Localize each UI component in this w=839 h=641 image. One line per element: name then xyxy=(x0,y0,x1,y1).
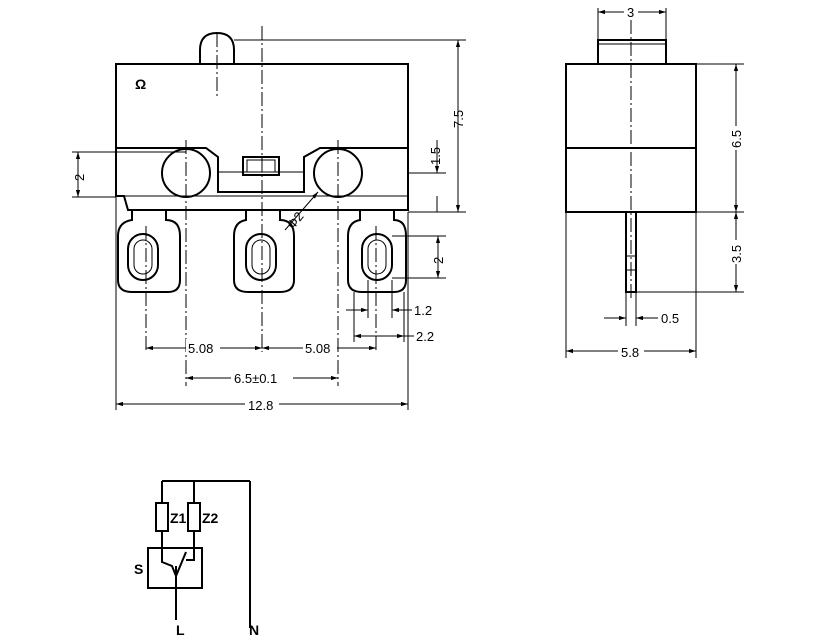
dim-side-body-width: 5.8 xyxy=(621,345,639,360)
dim-step-height: 1.5 xyxy=(428,147,443,165)
dim-hole-spacing: 6.5±0.1 xyxy=(234,371,277,386)
dim-slot-width: 1.2 xyxy=(414,303,432,318)
side-view: 3 6.5 3.5 0.5 5.8 xyxy=(565,3,745,360)
terminal-right xyxy=(347,210,407,293)
resistor-z1 xyxy=(155,502,169,532)
label-switch: S xyxy=(134,561,143,577)
label-z1: Z1 xyxy=(170,510,187,526)
switch-body xyxy=(115,63,409,193)
dim-body-height: 7.5 xyxy=(451,110,466,128)
dim-hole-height: 2 xyxy=(72,174,87,181)
terminal-left xyxy=(117,210,181,293)
circuit-schematic: Z1 Z2 S L N xyxy=(134,480,259,638)
dim-pitch-left: 5.08 xyxy=(188,341,213,356)
label-line: L xyxy=(176,622,185,638)
label-neutral: N xyxy=(249,622,259,638)
actuator-window xyxy=(242,156,280,176)
dim-overall-width: 12.8 xyxy=(248,398,273,413)
dim-tab-width: 2.2 xyxy=(416,329,434,344)
body-mark: Ω xyxy=(135,76,146,92)
resistor-z2 xyxy=(187,502,201,532)
base-band xyxy=(115,148,409,211)
label-z2: Z2 xyxy=(202,510,219,526)
dim-pitch-right: 5.08 xyxy=(305,341,330,356)
dim-terminal-length: 3.5 xyxy=(729,245,744,263)
front-view: Ω 7.5 1.5 xyxy=(72,26,466,413)
dim-slot-length: 2 xyxy=(431,257,446,264)
dim-plunger-width: 3 xyxy=(627,5,634,20)
terminal-middle xyxy=(233,210,295,293)
dim-side-body-height: 6.5 xyxy=(729,130,744,148)
dim-hole-diameter: Φ2 xyxy=(284,209,307,232)
dim-terminal-thickness: 0.5 xyxy=(661,311,679,326)
